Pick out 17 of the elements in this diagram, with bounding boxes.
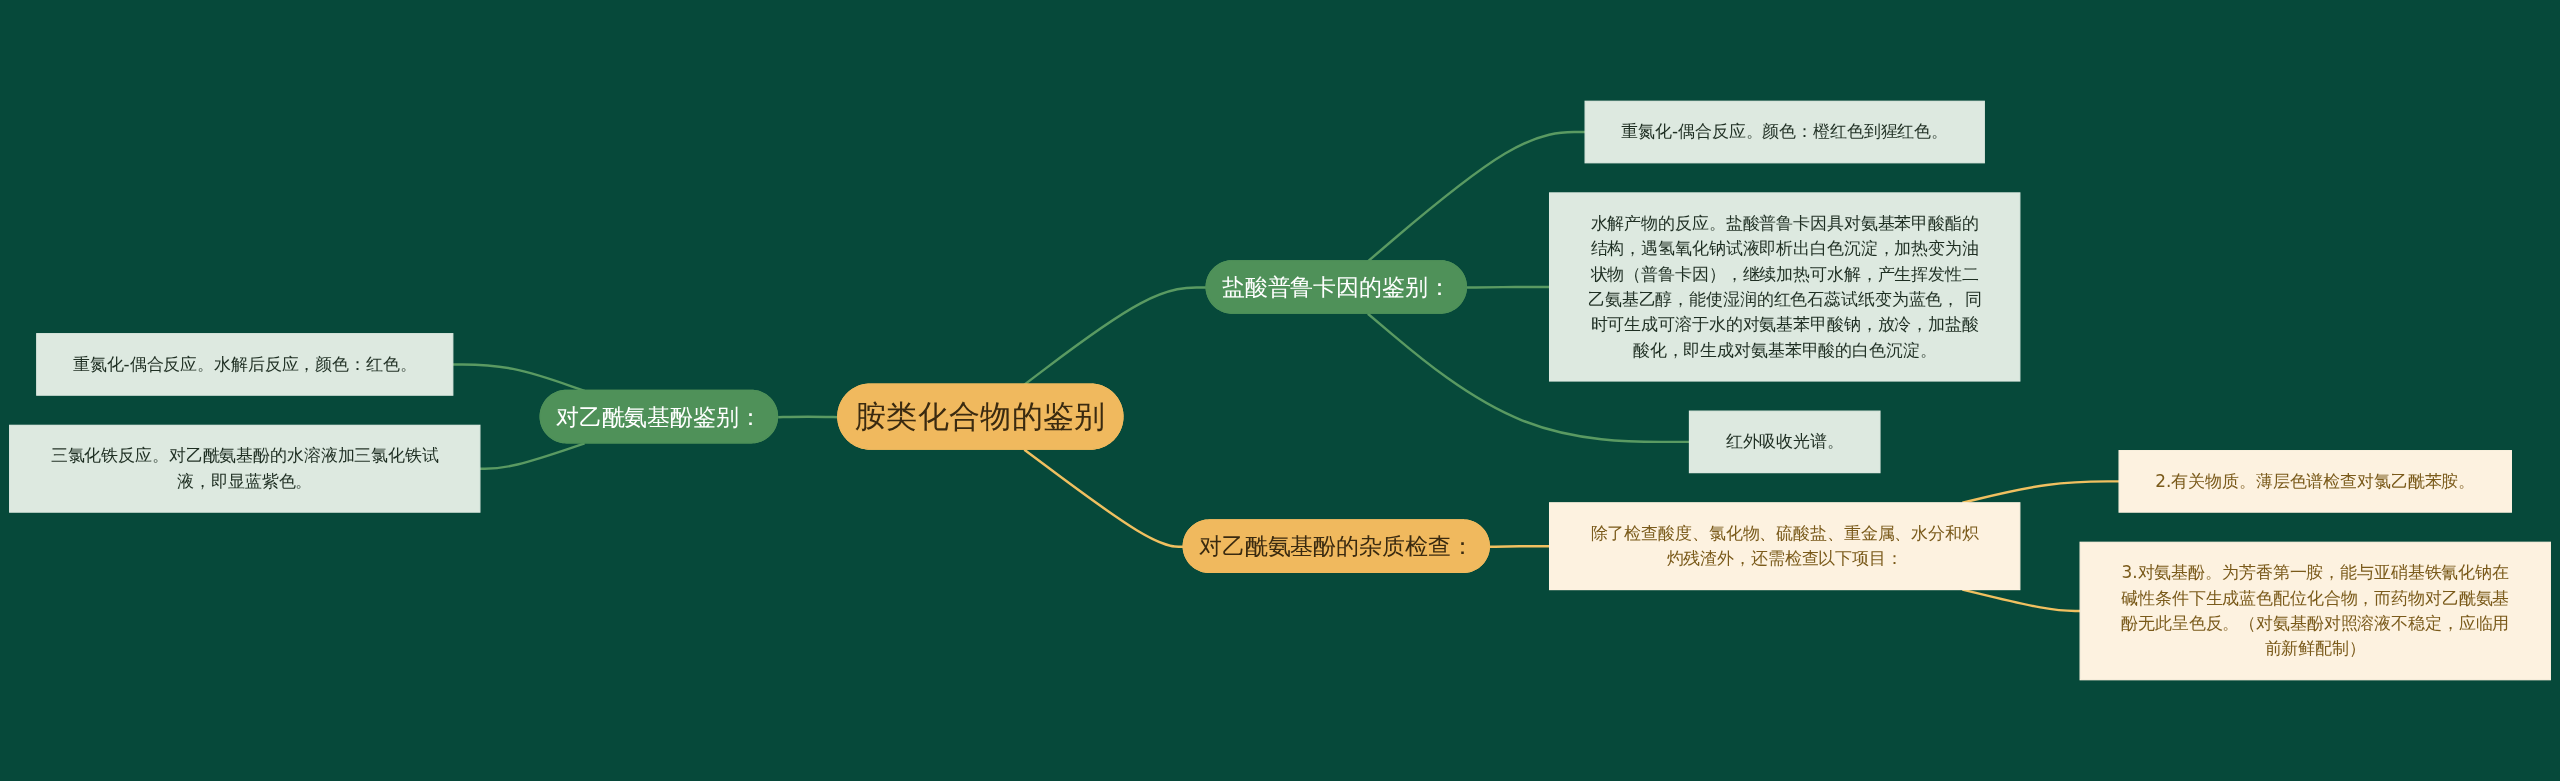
node-box: 2.有关物质。薄层色谱检查对氯乙酰苯胺。 xyxy=(2118,450,2512,513)
node-box: 红外吸收光谱。 xyxy=(1688,410,1881,474)
connector xyxy=(1962,480,2120,504)
connector xyxy=(1489,545,1550,548)
connector xyxy=(778,415,839,419)
node-box: 重氮化-偶合反应。颜色：橙红色到猩红色。 xyxy=(1584,100,1985,164)
node-box: 除了检查酸度、氯化物、硫酸盐、重金属、水分和炽灼残渣外，还需检查以下项目： xyxy=(1549,502,2021,591)
node-box: 重氮化-偶合反应。水解后反应，颜色：红色。 xyxy=(36,333,454,396)
connector xyxy=(1023,448,1184,548)
connector xyxy=(479,442,585,470)
connector xyxy=(1367,312,1690,444)
node-box: 3.对氨基酚。为芳香第一胺，能与亚硝基铁氰化钠在碱性条件下生成蓝色配位化合物，而药物对乙酰氨基酚无此呈色反。（对氨基酚对照溶液不稳定，应临用前新鲜配制） xyxy=(2079,541,2551,681)
connector xyxy=(1023,286,1207,386)
node-box: 水解产物的反应。盐酸普鲁卡因具对氨基苯甲酸酯的结构，遇氢氧化钠试液即析出白色沉淀，加热变为油状物（普鲁卡因），继续加热可水解，产生挥发性二乙氨基乙醇，能使湿润的红色石蕊试纸变为蓝色， 同时可生成可溶于水的对氨基苯甲酸钠，放冷，加盐酸酸化，即生成对氨基苯甲酸的白色沉淀。 xyxy=(1549,192,2021,382)
node-box: 三氯化铁反应。对乙酰氨基酚的水溶液加三氯化铁试液，即显蓝紫色。 xyxy=(9,424,481,513)
connector xyxy=(1962,588,2081,613)
connector xyxy=(1467,285,1550,289)
